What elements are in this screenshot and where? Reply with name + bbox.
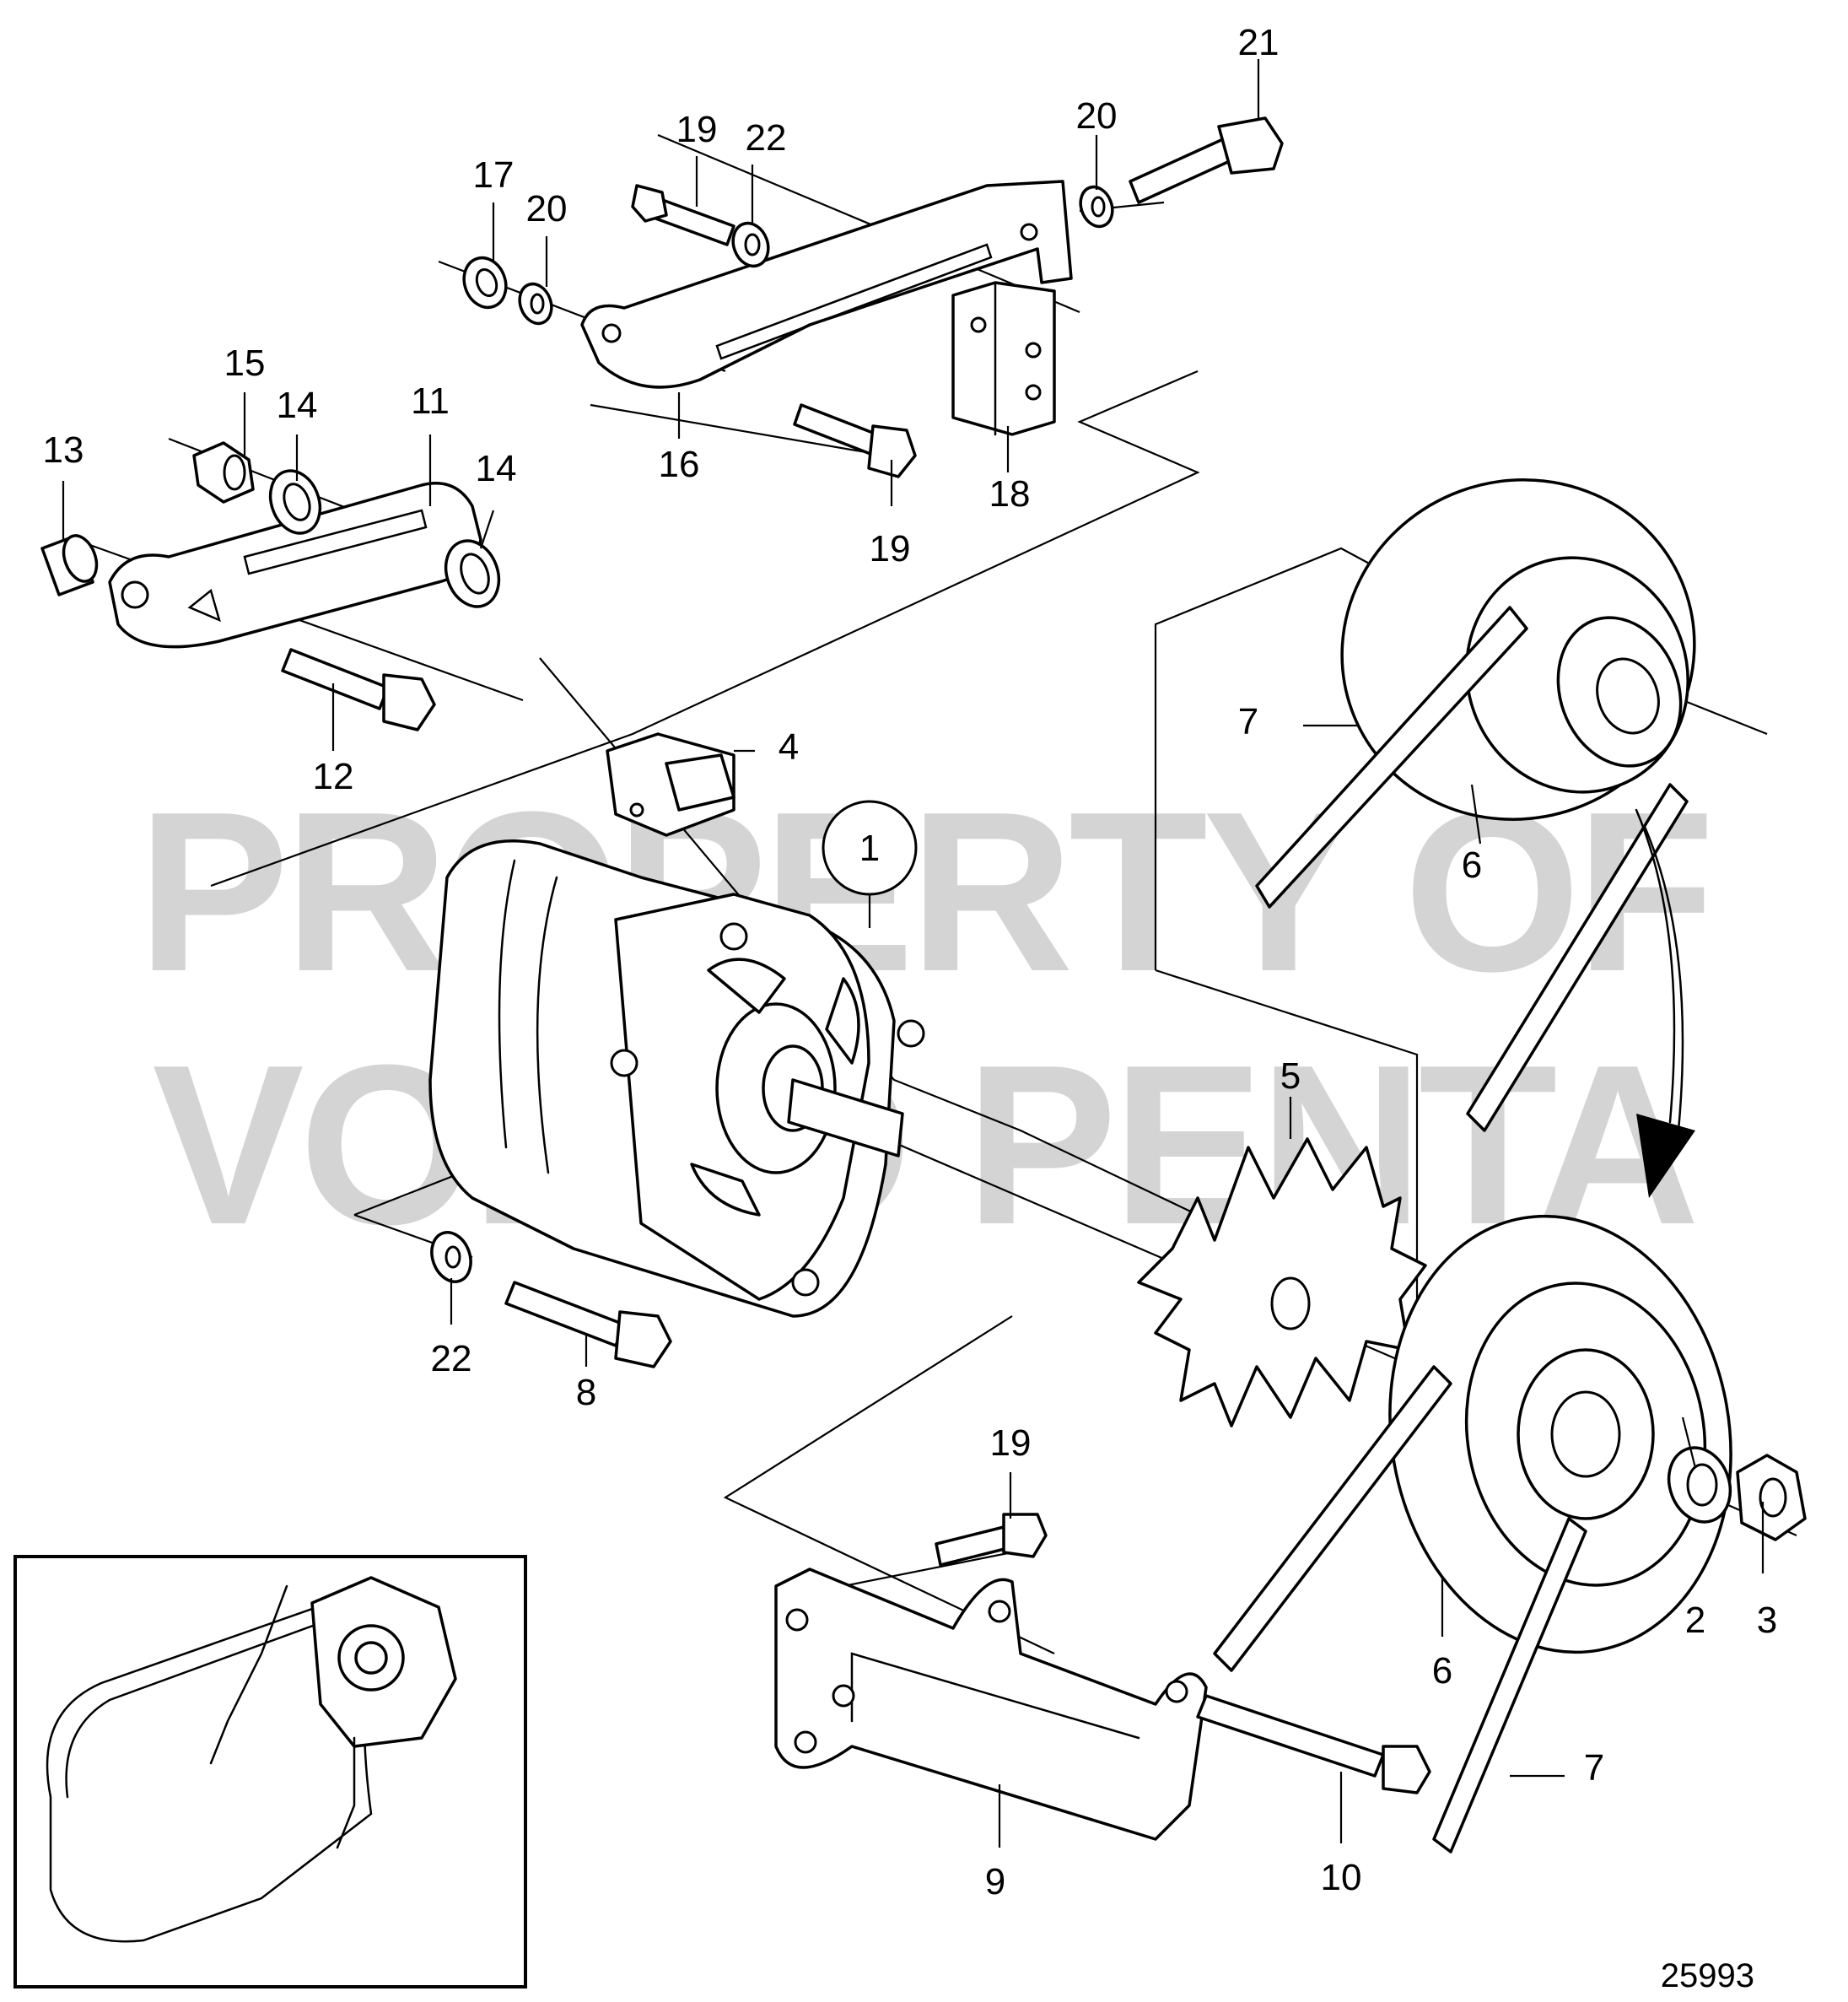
callout-16: 16 — [659, 444, 700, 485]
callout-10: 10 — [1321, 1857, 1362, 1898]
bolt-part-12 — [281, 648, 436, 731]
callout-22b: 22 — [431, 1338, 472, 1379]
washer-part-14a — [268, 469, 322, 535]
callout-3: 3 — [1757, 1600, 1777, 1641]
callout-1: 1 — [859, 828, 880, 869]
bolt-part-21 — [1129, 116, 1284, 204]
alternator-part-1 — [428, 839, 925, 1318]
callout-14a: 14 — [277, 385, 318, 426]
callout-15: 15 — [224, 343, 266, 384]
spacer-sleeve-part-13 — [40, 534, 99, 596]
callout-7b: 7 — [1584, 1747, 1604, 1789]
overview-inset — [13, 1555, 527, 1989]
callout-9: 9 — [985, 1861, 1005, 1902]
spacer-block-part-18 — [951, 281, 1056, 436]
callout-11: 11 — [411, 380, 450, 422]
callout-7a: 7 — [1238, 701, 1258, 742]
washer-part-20a — [518, 282, 553, 326]
washer-part-14b — [444, 539, 501, 608]
callout-6b: 6 — [1432, 1650, 1452, 1692]
callout-14b: 14 — [476, 448, 517, 489]
callout-4: 4 — [779, 726, 799, 768]
watermark-line-2: VOLVO PENTA — [152, 1018, 1695, 1272]
washer-part-20b — [1079, 185, 1114, 229]
bracket-part-16 — [580, 180, 1073, 389]
adjuster-arm-part-11 — [108, 482, 482, 649]
drive-belt-part-7b — [1213, 1365, 1587, 1854]
callout-19b: 19 — [870, 528, 911, 569]
callout-19c: 19 — [990, 1422, 1032, 1464]
regulator-part-4 — [606, 732, 735, 837]
washer-part-17 — [462, 256, 508, 310]
callout-21: 21 — [1238, 22, 1280, 63]
bolt-part-19a — [631, 184, 735, 246]
washer-part-2 — [1667, 1446, 1732, 1524]
drawing-number: 25993 — [1661, 1957, 1754, 1994]
washer-part-22a — [731, 221, 770, 268]
callout-2: 2 — [1685, 1600, 1705, 1641]
bolt-part-19c — [935, 1513, 1048, 1567]
callout-circle-part-1 — [822, 800, 918, 896]
callout-20a: 20 — [526, 188, 568, 229]
hex-nut-part-3 — [1736, 1454, 1807, 1541]
callout-8: 8 — [576, 1372, 596, 1413]
callout-13: 13 — [43, 429, 84, 471]
callout-6a: 6 — [1462, 845, 1482, 886]
callout-18: 18 — [989, 473, 1031, 515]
drive-belt-part-7a — [1255, 606, 1689, 1132]
hex-nut-part-15 — [192, 441, 255, 504]
mounting-bracket-part-9 — [774, 1568, 1208, 1841]
watermark: PROPERTY OF VOLVO PENTA — [137, 765, 1715, 1272]
bolt-part-8 — [504, 1281, 672, 1368]
direction-arrow — [1635, 808, 1695, 1198]
callout-17: 17 — [473, 154, 515, 196]
callout-20b: 20 — [1076, 95, 1118, 137]
callout-19a: 19 — [676, 109, 718, 150]
callout-22a: 22 — [746, 117, 787, 159]
pulley-part-6b — [1388, 1214, 1732, 1654]
bolt-part-19b — [793, 403, 917, 478]
bolt-part-10 — [1196, 1694, 1431, 1794]
callout-leaders — [62, 59, 1764, 1848]
callout-labels: 1 2 3 4 5 6 6 7 7 8 9 10 11 12 13 14 14 … — [43, 22, 1778, 1902]
callout-5: 5 — [1280, 1055, 1301, 1097]
callout-12: 12 — [313, 756, 354, 797]
washer-part-22b — [430, 1231, 472, 1283]
